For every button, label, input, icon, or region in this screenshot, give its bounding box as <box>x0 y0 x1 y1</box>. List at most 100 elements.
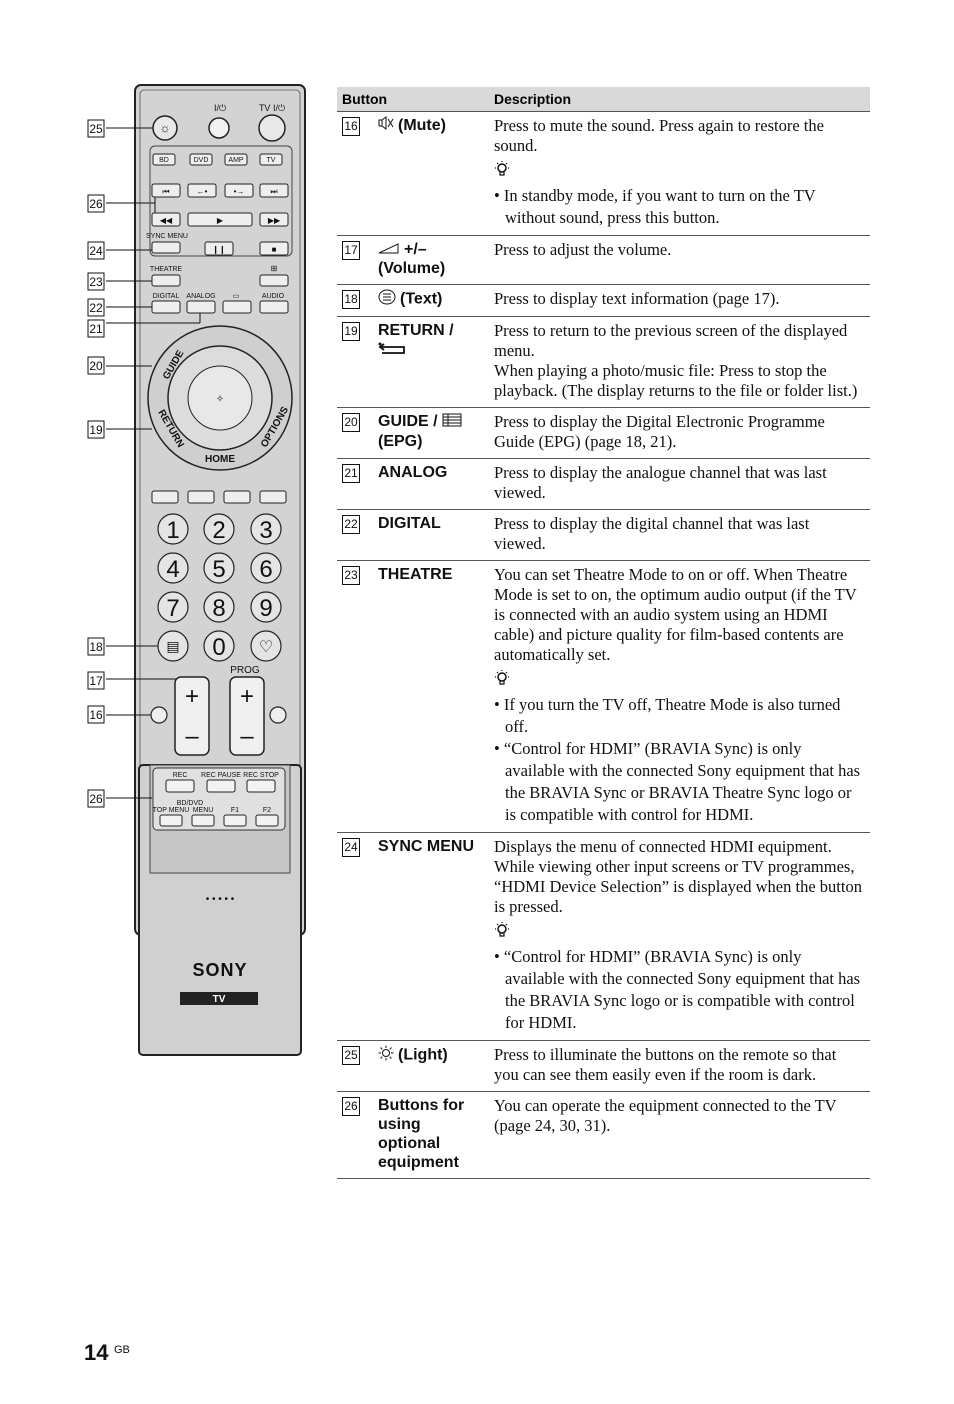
row-number: 22 <box>342 515 360 535</box>
row-number: 20 <box>342 413 360 433</box>
text-icon <box>378 289 396 310</box>
svg-text:REC: REC <box>173 772 188 779</box>
svg-text:20: 20 <box>89 359 103 373</box>
digit-8: 8 <box>212 595 225 622</box>
table-header-row: Button Description <box>337 87 870 112</box>
svg-text:DIGITAL: DIGITAL <box>153 293 180 300</box>
svg-text:◀◀: ◀◀ <box>160 216 173 225</box>
svg-text:AUDIO: AUDIO <box>262 293 285 300</box>
svg-text:TOP MENU: TOP MENU <box>153 807 190 814</box>
svg-text:19: 19 <box>89 423 103 437</box>
table-row: 20 GUIDE / (EPG) Press to display the Di… <box>337 407 870 460</box>
table-row: 17 +/– (Volume) Press to adjust the volu… <box>337 235 870 286</box>
return-icon <box>378 341 408 360</box>
mute-icon <box>378 116 394 135</box>
svg-text:▶▶: ▶▶ <box>268 216 281 225</box>
table-row: 21 ANALOG Press to display the analogue … <box>337 458 870 511</box>
row-number: 16 <box>342 117 360 136</box>
svg-text:☼: ☼ <box>160 121 171 135</box>
page-number: 14 <box>84 1340 109 1365</box>
svg-text:AMP: AMP <box>228 157 244 164</box>
digit-1: 1 <box>166 517 179 544</box>
table-row: 25 (Light) Press to illuminate the butto… <box>337 1040 870 1093</box>
svg-text:❙❙: ❙❙ <box>212 245 225 254</box>
svg-text:22: 22 <box>89 301 103 315</box>
svg-text:■: ■ <box>272 245 277 254</box>
table-row: 22 DIGITAL Press to display the digital … <box>337 509 870 562</box>
svg-text:+: + <box>240 683 254 710</box>
callout-25: 25 <box>89 122 103 136</box>
svg-text:♡: ♡ <box>259 639 273 656</box>
tip-item: • If you turn the TV off, Theatre Mode i… <box>494 695 841 737</box>
digit-6: 6 <box>259 556 272 583</box>
row-number: 18 <box>342 290 360 310</box>
svg-text:TV I/⏻: TV I/⏻ <box>259 103 285 113</box>
svg-text:SONY: SONY <box>192 960 247 980</box>
tip-item: • “Control for HDMI” (BRAVIA Sync) is on… <box>494 739 861 825</box>
volume-icon <box>378 240 400 259</box>
svg-text:24: 24 <box>89 244 103 258</box>
table-row: 18 (Text) Press to display text informat… <box>337 284 870 318</box>
svg-text:BD: BD <box>159 157 169 164</box>
svg-text:23: 23 <box>89 275 103 289</box>
button-name: RETURN / <box>378 322 454 340</box>
digit-7: 7 <box>166 595 179 622</box>
row-number: 17 <box>342 241 360 260</box>
button-name: (Light) <box>398 1047 448 1064</box>
table-row: 23 THEATRE You can set Theatre Mode to o… <box>337 560 870 834</box>
svg-text:▤: ▤ <box>166 638 179 654</box>
description: You can operate the equipment connected … <box>494 1096 837 1136</box>
button-name: Buttons for using optional equipment <box>378 1097 465 1172</box>
hint-icon <box>494 921 865 944</box>
svg-text:26: 26 <box>89 197 103 211</box>
table-row: 26 Buttons for using optional equipment … <box>337 1091 870 1180</box>
description: Press to display the analogue channel th… <box>494 463 827 503</box>
tip-item: • “Control for HDMI” (BRAVIA Sync) is on… <box>494 947 861 1033</box>
button-name: GUIDE / <box>378 413 438 431</box>
description: You can set Theatre Mode to on or off. W… <box>494 565 857 665</box>
svg-text:TV: TV <box>213 994 226 1005</box>
svg-text:ANALOG: ANALOG <box>186 293 215 300</box>
button-name: DIGITAL <box>378 515 441 533</box>
description: Press to display text information (page … <box>494 289 780 309</box>
hint-icon <box>494 669 865 692</box>
table-row: 19 RETURN / Press to return to the previ… <box>337 316 870 409</box>
description: Press to display the Digital Electronic … <box>494 412 825 452</box>
table-row: 24 SYNC MENU Displays the menu of connec… <box>337 832 870 1042</box>
svg-text:⏭: ⏭ <box>270 187 277 196</box>
row-number: 21 <box>342 464 360 484</box>
svg-text:←•: ←• <box>197 187 208 196</box>
svg-text:PROG: PROG <box>230 665 260 676</box>
svg-text:18: 18 <box>89 640 103 654</box>
svg-text:F2: F2 <box>263 807 271 814</box>
row-number: 19 <box>342 322 360 342</box>
digit-9: 9 <box>259 595 272 622</box>
svg-text:MENU: MENU <box>193 807 214 814</box>
row-number: 25 <box>342 1046 360 1066</box>
svg-text:SYNC MENU: SYNC MENU <box>146 233 188 240</box>
svg-text:✧: ✧ <box>216 394 224 405</box>
svg-text:HOME: HOME <box>205 454 235 465</box>
description: Press to return to the previous screen o… <box>494 321 848 361</box>
button-name: SYNC MENU <box>378 838 475 856</box>
button-description-table: Button Description 16 (Mute) Press to mu… <box>337 87 870 1180</box>
button-name: (Text) <box>400 291 443 308</box>
header-button: Button <box>337 87 489 112</box>
button-name-suffix: (EPG) <box>378 432 423 450</box>
row-number: 24 <box>342 838 360 858</box>
button-name: THEATRE <box>378 566 453 584</box>
description: Press to adjust the volume. <box>494 240 672 259</box>
svg-text:TV: TV <box>267 157 276 164</box>
description: Press to display the digital channel tha… <box>494 514 810 554</box>
svg-text:•→: •→ <box>234 187 245 196</box>
svg-text:–: – <box>240 723 254 750</box>
table-row: 16 (Mute) Press to mute the sound. Press… <box>337 111 870 236</box>
button-name: ANALOG <box>378 464 448 482</box>
remote-illustration: 25 26 24 23 22 21 20 19 18 17 16 26 ☼ I/… <box>80 80 320 1060</box>
button-name: (Mute) <box>398 117 446 134</box>
svg-text:BD/DVD: BD/DVD <box>177 800 203 807</box>
digit-2: 2 <box>212 517 225 544</box>
digit-4: 4 <box>166 556 179 583</box>
button-name: +/– (Volume) <box>378 241 446 278</box>
